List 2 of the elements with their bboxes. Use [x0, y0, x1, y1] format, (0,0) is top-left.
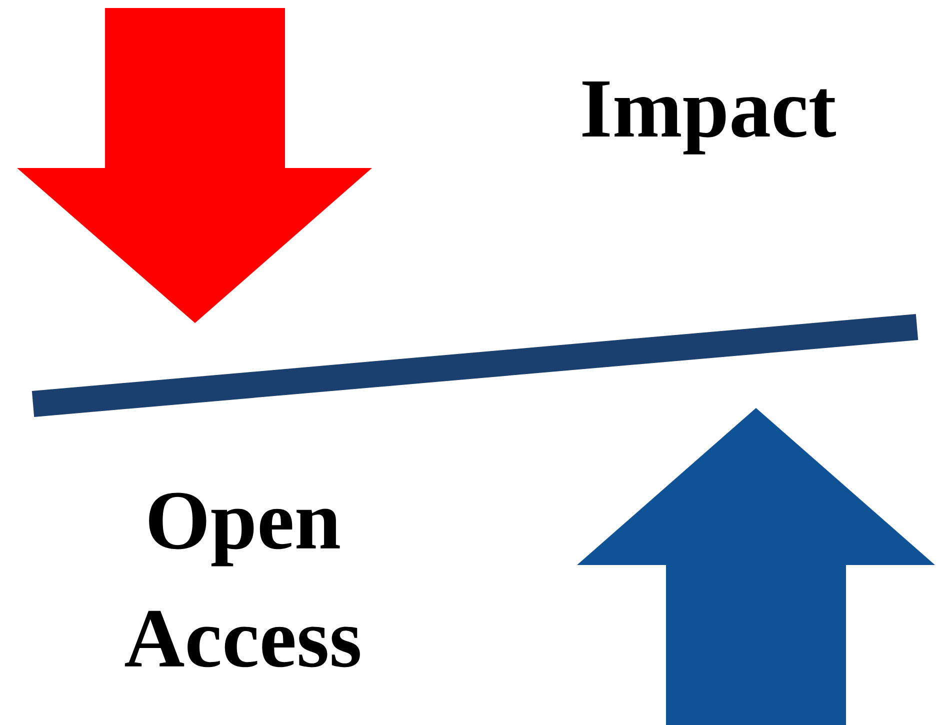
label-text: Impact: [582, 82, 836, 154]
label-text: Open Access: [124, 492, 360, 668]
